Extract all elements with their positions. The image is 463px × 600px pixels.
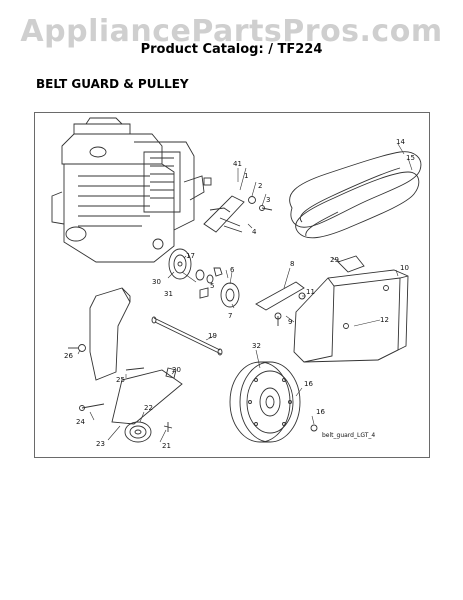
- callout-19: 19: [208, 332, 217, 340]
- callout-25: 25: [116, 376, 125, 384]
- callout-22: 22: [144, 404, 153, 412]
- idler-pulley: [168, 248, 240, 308]
- callouts: 41 1 2 3 4 14 15 17 6 5 30 31 7 8 29 10 …: [64, 138, 415, 450]
- callout-14: 14: [396, 138, 405, 146]
- callout-2: 2: [258, 182, 262, 190]
- figure-id: belt_guard_LGT_4: [322, 432, 376, 439]
- callout-7: 7: [228, 312, 232, 320]
- callout-26: 26: [64, 352, 73, 360]
- callout-4: 4: [252, 228, 257, 236]
- callout-3: 3: [266, 196, 270, 204]
- callout-41: 41: [233, 160, 242, 168]
- watermark: AppliancePartsPros.com: [20, 14, 443, 49]
- callout-21: 21: [162, 442, 171, 450]
- callout-32: 32: [252, 342, 261, 350]
- callout-1: 1: [244, 172, 248, 180]
- shift-lever: [255, 281, 306, 326]
- callout-9: 9: [288, 318, 292, 326]
- callout-20: 20: [172, 366, 181, 374]
- axle-shaft: [151, 316, 223, 356]
- leader-lines: [77, 143, 413, 443]
- engine-drawing: [51, 117, 205, 263]
- callout-31: 31: [164, 290, 173, 298]
- idler-bracket: [203, 177, 273, 233]
- belt-guard: [293, 255, 409, 363]
- diagram-frame: [34, 112, 430, 458]
- exploded-parts-diagram: 41 1 2 3 4 14 15 17 6 5 30 31 7 8 29 10 …: [51, 117, 422, 450]
- drive-pulley: [229, 361, 318, 443]
- callout-5: 5: [210, 282, 214, 290]
- callout-11: 11: [306, 288, 315, 296]
- callout-16-bolt: 16: [316, 408, 325, 416]
- frame-panel: [68, 287, 131, 381]
- drive-belts: [289, 151, 422, 239]
- callout-6: 6: [230, 266, 235, 274]
- section-title: BELT GUARD & PULLEY: [36, 77, 189, 91]
- callout-30: 30: [152, 278, 161, 286]
- callout-8: 8: [290, 260, 294, 268]
- lower-bracket: [79, 367, 183, 443]
- callout-17: 17: [186, 252, 195, 260]
- callout-23: 23: [96, 440, 105, 448]
- callout-15: 15: [406, 154, 415, 162]
- callout-24: 24: [76, 418, 85, 426]
- callout-12: 12: [380, 316, 389, 324]
- callout-10: 10: [400, 264, 409, 272]
- callout-16-pulley: 16: [304, 380, 313, 388]
- callout-29: 29: [330, 256, 339, 264]
- catalog-title: Product Catalog: / TF224: [140, 42, 323, 57]
